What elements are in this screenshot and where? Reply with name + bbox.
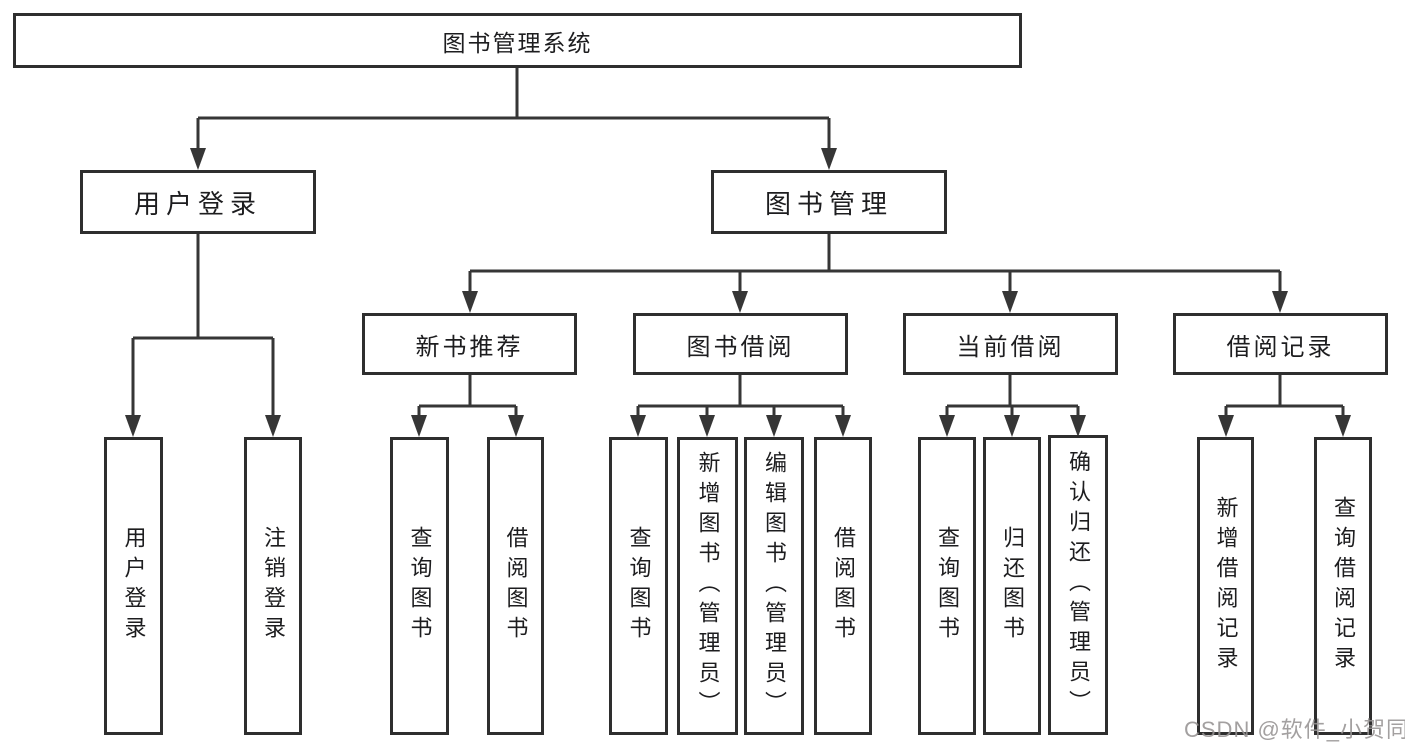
node-label: 查询图书 [626, 526, 652, 646]
node-label: 确认归还（管理员） [1066, 450, 1091, 720]
node-borrow-books-recommend: 借阅图书 [487, 437, 544, 735]
node-label: 新书推荐 [415, 333, 524, 361]
node-library-management-system: 图书管理系统 [13, 13, 1022, 68]
node-label: 编辑图书（管理员） [762, 451, 787, 721]
node-label: 新增图书（管理员） [695, 451, 721, 721]
node-label: 查询图书 [407, 526, 433, 646]
node-borrow-books: 借阅图书 [814, 437, 872, 735]
node-query-books-borrowing: 查询图书 [609, 437, 668, 735]
node-label: 图书管理 [764, 188, 893, 219]
csdn-watermark: CSDN @软件_小贺同学 [1184, 717, 1405, 742]
node-edit-books-admin: 编辑图书（管理员） [744, 437, 804, 735]
node-label: 新增借阅记录 [1213, 496, 1239, 676]
node-label: 借阅记录 [1226, 333, 1335, 361]
node-label: 查询图书 [935, 526, 960, 646]
node-label: 借阅图书 [503, 526, 529, 646]
node-label: 用户登录 [121, 526, 147, 646]
node-label: 图书借阅 [686, 333, 795, 361]
node-query-books-current: 查询图书 [918, 437, 976, 735]
node-label: 归还图书 [1000, 526, 1025, 646]
node-return-books: 归还图书 [983, 437, 1041, 735]
node-confirm-return-admin: 确认归还（管理员） [1048, 435, 1108, 735]
node-borrowing-records: 借阅记录 [1173, 313, 1388, 375]
node-login: 用户登录 [104, 437, 163, 735]
node-add-books-admin: 新增图书（管理员） [677, 437, 738, 735]
node-label: 当前借阅 [956, 333, 1065, 361]
node-logout: 注销登录 [244, 437, 302, 735]
node-user-login: 用户登录 [80, 170, 316, 234]
node-query-borrow-record: 查询借阅记录 [1314, 437, 1372, 735]
node-query-books-recommend: 查询图书 [390, 437, 449, 735]
node-label: 图书管理系统 [442, 29, 593, 56]
node-label: 注销登录 [261, 526, 286, 646]
node-current-borrowing: 当前借阅 [903, 313, 1118, 375]
node-label: 用户登录 [133, 188, 262, 219]
node-label: 查询借阅记录 [1331, 496, 1356, 676]
arrowhead-icons [125, 148, 1351, 437]
node-add-borrow-record: 新增借阅记录 [1197, 437, 1254, 735]
node-label: 借阅图书 [831, 526, 856, 646]
node-new-book-recommendation: 新书推荐 [362, 313, 577, 375]
node-book-management: 图书管理 [711, 170, 947, 234]
node-book-borrowing: 图书借阅 [633, 313, 848, 375]
